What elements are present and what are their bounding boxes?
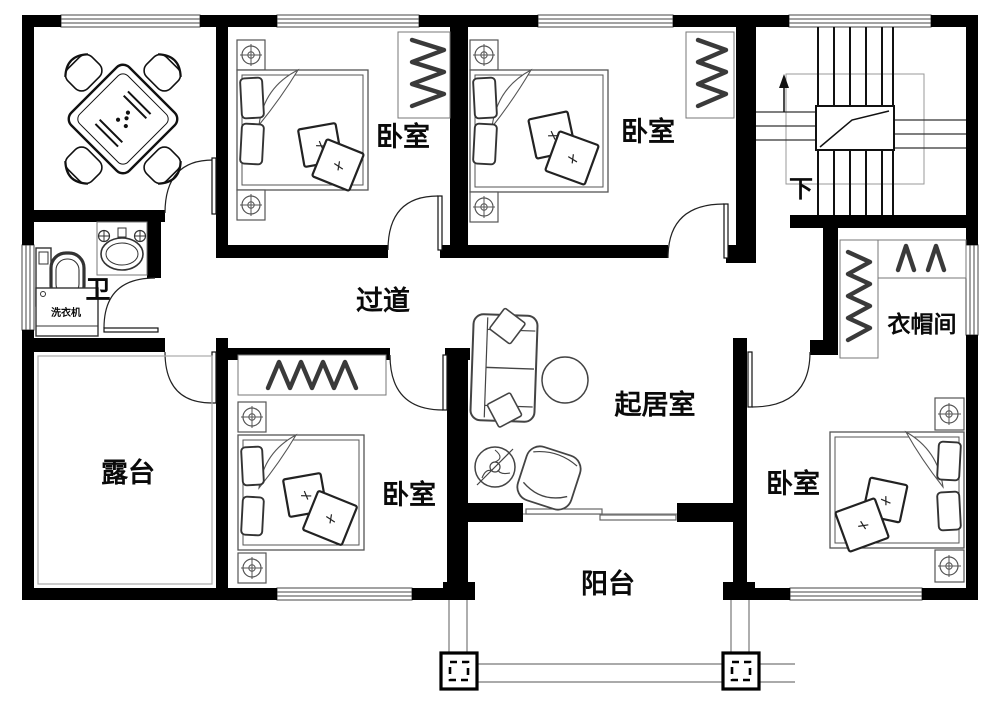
door-bathroom: [103, 277, 159, 333]
sink: [96, 221, 148, 276]
sofa: [469, 307, 539, 428]
wardrobe: [839, 239, 879, 359]
cushion: [544, 130, 600, 186]
balcony-column: [721, 651, 761, 691]
nightstand: [469, 39, 499, 71]
washing-machine-label: 洗衣机: [51, 306, 81, 319]
terrace-parapet-line: [37, 355, 213, 585]
bedroom-ne-furniture: [469, 31, 735, 223]
cushion: [302, 490, 358, 546]
pillow: [239, 76, 265, 120]
bed: [236, 68, 369, 192]
window-right-cloakroom: [965, 244, 979, 336]
room-label-bedroom-ne: 卧室: [621, 116, 675, 147]
nightstand: [934, 549, 965, 583]
stair-break-box: [815, 105, 895, 151]
wardrobe: [685, 31, 735, 119]
nightstand: [236, 189, 266, 221]
room-label-cloakroom: 衣帽间: [888, 311, 957, 337]
door-terrace: [164, 351, 217, 404]
washing-machine: 洗衣机: [35, 287, 99, 337]
room-label-corridor: 过道: [356, 285, 410, 316]
bed: [469, 68, 609, 193]
dining-chair: [64, 53, 103, 92]
bed: [237, 433, 365, 551]
pillow: [936, 440, 962, 482]
room-label-bedroom-sw: 卧室: [382, 479, 436, 510]
dining-chair: [143, 146, 182, 185]
staircase: [756, 27, 966, 215]
bathroom-fixtures: 洗衣机: [35, 221, 148, 337]
door-bedroom-nw: [387, 195, 443, 251]
pillow: [472, 122, 498, 166]
balcony-railing: [448, 600, 795, 683]
door-bedroom-ne: [667, 203, 729, 259]
window-bottom-bedroom-sw: [276, 587, 413, 601]
pillow: [472, 76, 498, 120]
window-top-3: [537, 14, 674, 28]
room-label-living-room: 起居室: [615, 389, 696, 420]
sliding-door-balcony: [523, 508, 677, 521]
room-label-terrace: 露台: [101, 457, 155, 488]
window-bottom-bedroom-se: [789, 587, 923, 601]
nightstand: [236, 39, 266, 71]
room-labels: 卧室 卧室 卧室 卧室 过道 卫 露台 起居室 阳台 衣帽间 下: [85, 116, 956, 599]
door-bedroom-sw: [389, 354, 448, 411]
nightstand: [469, 191, 499, 223]
bedroom-nw-furniture: [236, 31, 451, 221]
door-bedroom-se: [747, 351, 811, 408]
window-top-1: [60, 14, 201, 28]
bedroom-se-furniture: [829, 397, 965, 583]
dining-table: [67, 63, 179, 175]
floor-fan: [474, 446, 516, 488]
dining-chair: [143, 53, 182, 92]
room-label-bathroom: 卫: [85, 276, 110, 304]
window-left-bathroom: [21, 244, 35, 331]
stair-direction-arrow: [779, 74, 789, 112]
wardrobe: [237, 354, 387, 396]
room-label-bedroom-nw: 卧室: [376, 121, 430, 152]
cushion: [834, 497, 890, 553]
dining-chair: [64, 146, 103, 185]
bedroom-sw-furniture: [237, 354, 387, 584]
dining-set: [64, 53, 182, 185]
balcony-column: [439, 651, 479, 691]
window-top-4: [788, 14, 932, 28]
nightstand: [934, 397, 965, 431]
pillow: [239, 122, 265, 166]
pillow: [240, 445, 265, 487]
walls: [22, 15, 978, 600]
bed: [829, 430, 965, 553]
armchair: [516, 445, 582, 511]
coffee-table: [541, 356, 589, 404]
room-label-bedroom-se: 卧室: [766, 468, 820, 499]
wardrobe: [877, 239, 967, 279]
nightstand: [237, 401, 267, 433]
pillow: [936, 490, 962, 532]
living-room-furniture: [469, 307, 589, 511]
stairs-down-label: 下: [789, 176, 813, 203]
window-top-2: [276, 14, 420, 28]
room-label-balcony: 阳台: [581, 568, 635, 599]
pillow: [240, 495, 265, 537]
cloakroom-wardrobes: [839, 239, 967, 359]
cushion: [311, 138, 365, 192]
wardrobe: [397, 31, 451, 119]
balcony-structure: [439, 600, 795, 691]
nightstand: [237, 552, 267, 584]
